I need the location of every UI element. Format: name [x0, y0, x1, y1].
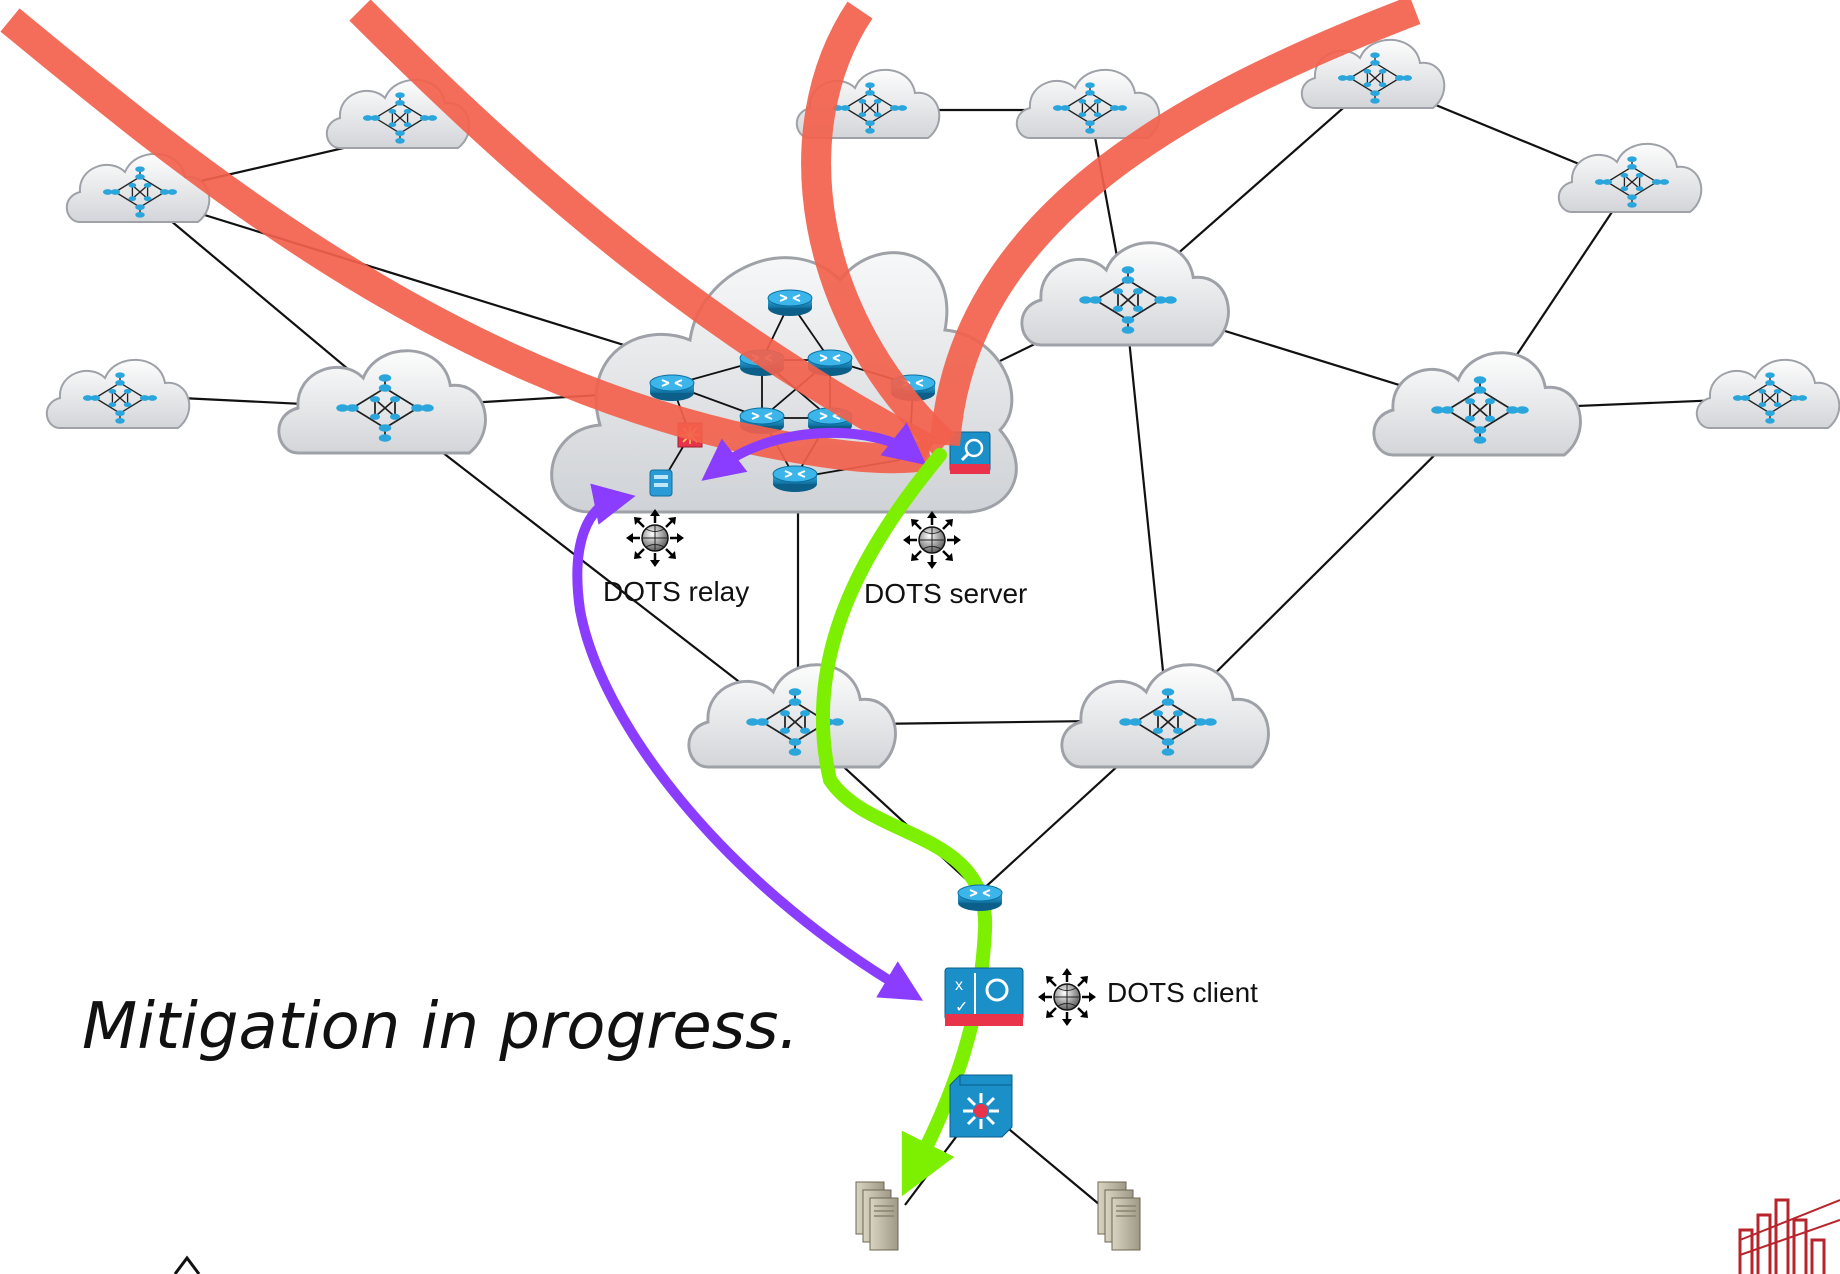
network-cloud — [1022, 243, 1229, 345]
svg-text:x: x — [955, 977, 963, 994]
network-cloud — [689, 665, 896, 767]
dots-server-icon — [901, 509, 963, 571]
attack-flow — [930, 0, 1421, 447]
network-cloud — [1017, 70, 1159, 138]
client-site: x ✓ — [855, 884, 1141, 1251]
svg-text:✓: ✓ — [955, 999, 968, 1016]
switch-icon — [949, 1074, 1013, 1138]
server-stack-icon — [1097, 1181, 1141, 1251]
signal-paths — [572, 422, 993, 1197]
link — [139, 193, 641, 352]
link — [1167, 409, 1481, 721]
server-stack-icon — [855, 1181, 899, 1251]
network-cloud — [47, 360, 189, 428]
network-cloud — [1697, 360, 1839, 428]
attack-flow — [349, 0, 937, 464]
dots-relay-icon — [624, 507, 686, 569]
router-icon — [767, 289, 813, 317]
mitigated-traffic-arrow — [815, 448, 993, 1197]
link — [139, 194, 386, 401]
mitigator-icon: x ✓ — [944, 967, 1024, 1026]
client-relay-signal-arrow — [572, 483, 924, 1001]
attack-flow — [801, 1, 956, 456]
ietf-logo-icon — [1738, 1198, 1840, 1274]
link — [1123, 299, 1170, 721]
router-icon — [772, 465, 818, 493]
dots-server-label: DOTS server — [864, 578, 1027, 609]
network-cloud — [1374, 353, 1581, 455]
relay-device-icon — [649, 469, 673, 497]
router-icon — [649, 374, 695, 402]
relay-server-signal-arrow — [701, 422, 927, 481]
dots-client-icon — [1036, 966, 1098, 1028]
network-cloud — [279, 351, 486, 453]
dots-relay-label: DOTS relay — [603, 576, 749, 607]
network-cloud — [1062, 665, 1269, 767]
network-cloud — [1559, 144, 1701, 212]
mitigation-caption: Mitigation in progress. — [82, 990, 799, 1064]
router-icon — [957, 884, 1003, 912]
partial-glyph — [173, 1255, 201, 1274]
dots-client-label: DOTS client — [1107, 977, 1258, 1008]
